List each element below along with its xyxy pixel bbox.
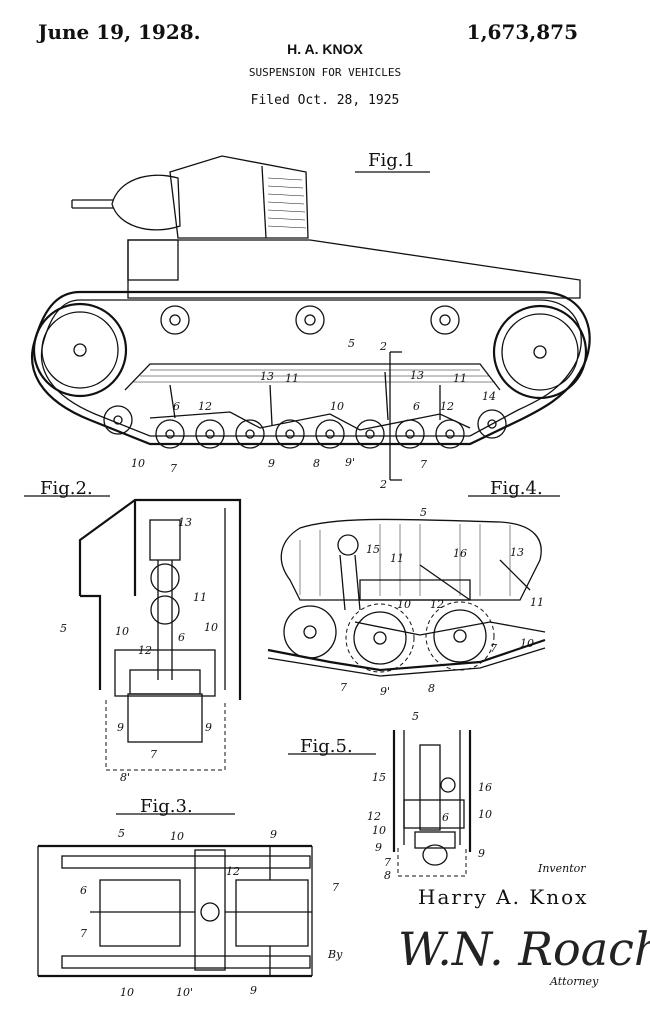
reference-numeral: 9: [375, 841, 382, 854]
patent-number: 1,673,875: [466, 20, 578, 44]
fig3-reference-numerals: 5 10 9 6 12 7 7 10 10' 9: [80, 827, 339, 999]
attorney-signature: W.N. Roach.: [398, 922, 650, 976]
fig1-caption: Fig.1: [368, 150, 415, 171]
attorney-caption: Attorney: [549, 975, 599, 988]
fig3-drawing: Fig.3. 5 10 9 6 12 7 7 10 10' 9: [37, 796, 339, 999]
reference-numeral: 8: [313, 457, 320, 470]
reference-numeral: 10: [330, 400, 344, 413]
reference-numeral: 7: [420, 458, 427, 471]
fig1-drawing: Fig.1: [30, 150, 591, 491]
reference-numeral: 9: [250, 984, 257, 997]
reference-numeral: 13: [410, 369, 424, 382]
reference-numeral: 13: [510, 546, 524, 559]
fig2-drawing: Fig.2. 13 11 5 6 10 10 12 9 9 7 8': [24, 478, 242, 784]
reference-numeral: 7: [340, 681, 347, 694]
reference-numeral: 7: [80, 927, 87, 940]
reference-numeral: 10: [131, 457, 145, 470]
reference-numeral: 5: [412, 710, 419, 723]
inventor-caption: Inventor: [537, 862, 586, 875]
patent-date: June 19, 1928.: [38, 20, 201, 44]
reference-numeral: 6: [173, 400, 180, 413]
reference-numeral: 9': [380, 685, 390, 698]
reference-numeral: 6: [80, 884, 87, 897]
reference-numeral: 14: [482, 390, 496, 403]
reference-numeral: 6: [442, 811, 449, 824]
reference-numeral: 5: [420, 506, 427, 519]
reference-numeral: 12: [367, 810, 381, 823]
reference-numeral: 10: [120, 986, 134, 999]
reference-numeral: 11: [530, 596, 544, 609]
reference-numeral: 8': [120, 771, 130, 784]
reference-numeral: 7: [150, 748, 157, 761]
reference-numeral: 13: [178, 516, 192, 529]
reference-numeral: 2: [379, 340, 387, 353]
patent-title: SUSPENSION FOR VEHICLES: [248, 66, 402, 79]
reference-numeral: 10: [397, 598, 411, 611]
reference-numeral: 5: [60, 622, 67, 635]
reference-numeral: 10: [478, 808, 492, 821]
reference-numeral: 9': [345, 456, 355, 469]
reference-numeral: 9: [117, 721, 124, 734]
reference-numeral: 12: [138, 644, 152, 657]
reference-numeral: 9: [205, 721, 212, 734]
reference-numeral: 2: [379, 478, 387, 491]
reference-numeral: 11: [453, 372, 467, 385]
reference-numeral: 10: [170, 830, 184, 843]
fig4-caption: Fig.4.: [490, 478, 543, 499]
reference-numeral: 16: [478, 781, 492, 794]
inventor-signature: Harry A. Knox: [418, 885, 588, 909]
reference-numeral: 11: [193, 591, 207, 604]
reference-numeral: 11: [390, 552, 404, 565]
reference-numeral: 12: [198, 400, 212, 413]
reference-numeral: 12: [440, 400, 454, 413]
fig5-caption: Fig.5.: [300, 736, 353, 757]
reference-numeral: 13: [260, 370, 274, 383]
reference-numeral: 10: [115, 625, 129, 638]
reference-numeral: 5: [348, 337, 355, 350]
reference-numeral: 10: [520, 637, 534, 650]
reference-numeral: 15: [366, 543, 380, 556]
filing-date: Filed Oct. 28, 1925: [250, 93, 400, 108]
fig2-caption: Fig.2.: [40, 478, 93, 499]
reference-numeral: 9: [478, 847, 485, 860]
reference-numeral: 15: [372, 771, 386, 784]
reference-numeral: 8: [428, 682, 435, 695]
fig1-reference-numerals: 5 2 13 11 13 11 14 6 12 10 6 12 10 7 9 8…: [131, 337, 496, 491]
reference-numeral: 16: [453, 547, 467, 560]
reference-numeral: 11: [285, 372, 299, 385]
reference-numeral: 7: [332, 881, 339, 894]
by-caption: By: [327, 948, 343, 961]
fig4-reference-numerals: 5 15 11 16 13 11 12 10 10 7 7 9' 8: [340, 506, 544, 698]
reference-numeral: 10': [176, 986, 193, 999]
fig2-reference-numerals: 13 11 5 6 10 10 12 9 9 7 8': [60, 516, 218, 784]
reference-numeral: 6: [413, 400, 420, 413]
reference-numeral: 10: [372, 824, 386, 837]
reference-numeral: 12: [430, 598, 444, 611]
reference-numeral: 7: [384, 856, 391, 869]
reference-numeral: 9: [270, 828, 277, 841]
fig3-caption: Fig.3.: [140, 796, 193, 817]
reference-numeral: 9: [268, 457, 275, 470]
reference-numeral: 7: [170, 462, 177, 475]
reference-numeral: 6: [178, 631, 185, 644]
fig4-drawing: Fig.4. 5 15 11 16 13 11 12 10: [267, 478, 560, 698]
fig5-reference-numerals: 5 15 16 12 6 10 10 9 9 7 8: [367, 710, 492, 882]
fig5-drawing: Fig.5. 5 15 16 12 6 10 10 9 9 7 8: [288, 710, 492, 882]
reference-numeral: 12: [226, 865, 240, 878]
reference-numeral: 10: [204, 621, 218, 634]
signature-block: Inventor Harry A. Knox By W.N. Roach. At…: [327, 862, 650, 988]
reference-numeral: 7: [490, 642, 497, 655]
inventor-heading: H. A. KNOX: [287, 41, 363, 57]
reference-numeral: 8: [384, 869, 391, 882]
reference-numeral: 5: [118, 827, 125, 840]
